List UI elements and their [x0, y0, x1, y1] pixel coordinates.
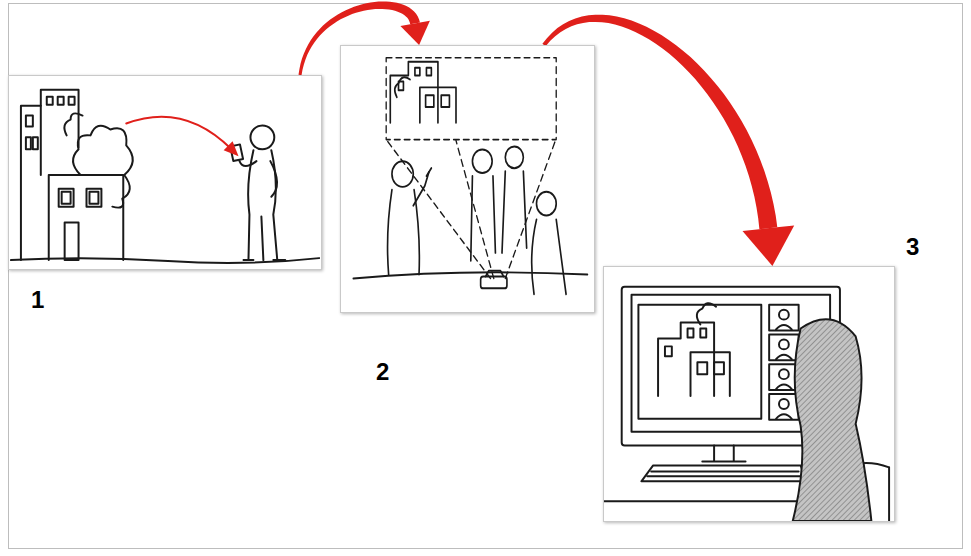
sketch-panel: 2	[340, 45, 595, 313]
street-photo-sketch	[9, 76, 321, 269]
sketch-panel: 3	[603, 266, 895, 522]
arrow-head	[743, 226, 795, 267]
callout-number: 3	[906, 233, 919, 261]
callout-number: 1	[31, 286, 44, 314]
callout-number-holder: 3	[906, 233, 919, 261]
callout-number-holder: 2	[376, 358, 389, 386]
callout-number: 2	[376, 358, 389, 386]
video-call-sketch	[604, 267, 894, 521]
callout-number-holder: 1	[31, 286, 44, 314]
arrow-head	[400, 21, 430, 45]
frame-border	[9, 4, 963, 549]
meeting-room-sketch	[341, 46, 594, 312]
sketch-panel: 1	[8, 75, 322, 270]
